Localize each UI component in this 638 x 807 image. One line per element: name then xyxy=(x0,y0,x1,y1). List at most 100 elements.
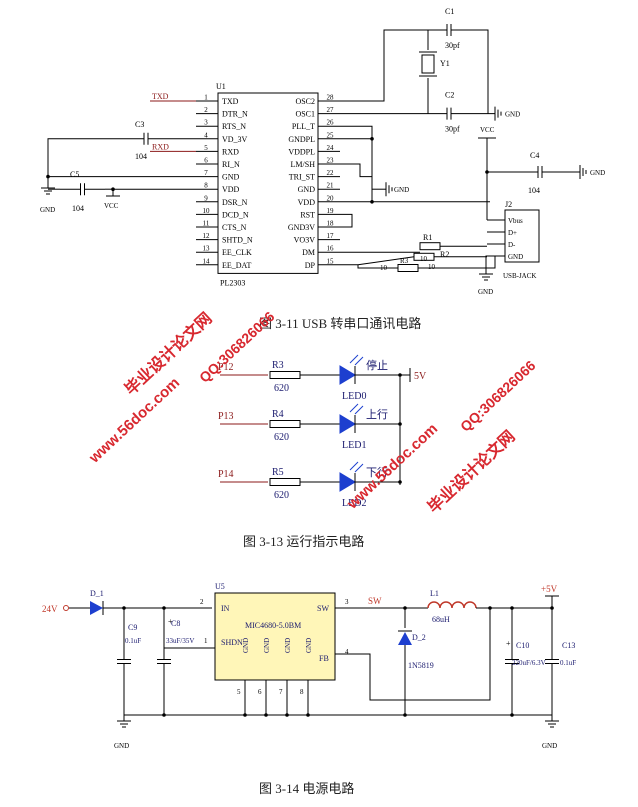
u1-pin-name-18: GND3V xyxy=(288,223,315,232)
u1-pin-name-3: RTS_N xyxy=(222,122,246,131)
led-status-label-0: 停止 xyxy=(366,358,388,372)
u1-pin-name-23: LM/SH xyxy=(291,160,316,169)
ic-u5-part: MIC4680-5.0BM xyxy=(245,621,301,630)
u5-gnd-label-3: GND xyxy=(305,638,313,653)
l1-ref: L1 xyxy=(430,589,439,598)
u1-pin-name-21: GND xyxy=(298,185,316,194)
l1-value: 68uH xyxy=(432,615,450,624)
led-port-label-1: P13 xyxy=(218,411,234,422)
u1-pin-name-19: RST xyxy=(300,210,315,219)
dp-to-rmid xyxy=(357,256,415,266)
c4-ref: C4 xyxy=(530,151,539,160)
u5-pinnum-g1: 5 xyxy=(237,688,241,696)
u5-pin-shdn: SHDN xyxy=(221,638,243,647)
r-mid-value: 10 xyxy=(420,255,428,263)
r3-ref: R3 xyxy=(400,257,409,265)
u1-pin-name-10: DCD_N xyxy=(222,210,249,219)
led-diode-2 xyxy=(339,472,356,492)
u1-pin-name-6: RI_N xyxy=(222,160,240,169)
u1-pin-name-27: OSC1 xyxy=(295,110,315,119)
ic-u1-part: PL2303 xyxy=(220,278,245,287)
u1-pin-num-18: 18 xyxy=(327,220,335,228)
c4-value: 104 xyxy=(528,186,540,195)
u1-pin-name-15: DP xyxy=(305,261,316,270)
led-port-label-2: P14 xyxy=(218,469,234,480)
u5-pin-fb: FB xyxy=(319,654,329,663)
c1-ref: C1 xyxy=(445,7,454,16)
c8-plus: + xyxy=(168,617,173,626)
junction-dot xyxy=(488,606,492,610)
caption-led: 图 3-13 运行指示电路 xyxy=(243,534,365,549)
u1-pin-num-11: 11 xyxy=(203,220,210,228)
vcc-left-label: VCC xyxy=(104,202,119,210)
led-ray1-1 xyxy=(349,403,359,413)
junction-dot xyxy=(398,422,402,426)
fb-wire xyxy=(335,608,491,701)
u1-pin-num-24: 24 xyxy=(327,144,335,152)
u1-pin-num-9: 9 xyxy=(204,194,208,202)
led-ref-2: LED2 xyxy=(342,498,366,509)
usb-jack-body xyxy=(504,209,540,263)
led-port-label-0: P12 xyxy=(218,362,234,373)
left-gnd-rail xyxy=(47,138,122,182)
net-label-rxd: RXD xyxy=(152,142,169,151)
u1-pin-name-13: EE_CLK xyxy=(222,248,252,257)
u5-pinnum-g3: 7 xyxy=(279,688,283,696)
led-ray2-0 xyxy=(354,356,364,366)
c3-ref: C3 xyxy=(135,120,144,129)
crystal-gnd-rail xyxy=(470,29,489,114)
c2-ref: C2 xyxy=(445,91,454,100)
gnd-junction xyxy=(510,713,514,717)
usb-jack-pin-label-0: Vbus xyxy=(508,217,523,225)
led-supply-label: 5V xyxy=(414,371,427,382)
gnd-junction xyxy=(403,713,407,717)
gnd-c4-label: GND xyxy=(590,169,605,177)
gnd-left-label: GND xyxy=(40,206,55,214)
u1-pin-num-25: 25 xyxy=(327,131,335,139)
vdd-rail-pin8 xyxy=(112,188,196,196)
usb-gnd-wire xyxy=(485,255,487,268)
wire-pin19 xyxy=(340,213,353,228)
u5-pinnum-g4: 8 xyxy=(300,688,304,696)
junction-dot xyxy=(370,137,374,141)
u1-pin-num-1: 1 xyxy=(204,94,208,102)
u5-pinnum-sw: 3 xyxy=(345,598,349,606)
u1-pin-name-8: VDD xyxy=(222,185,240,194)
u5-pinnum-g2: 6 xyxy=(258,688,262,696)
r3-wire-left xyxy=(357,264,398,269)
u1-pin-num-22: 22 xyxy=(327,169,335,177)
u1-pin-name-25: GNDPL xyxy=(288,135,315,144)
u1-pin-num-26: 26 xyxy=(327,119,335,127)
u1-pin-num-23: 23 xyxy=(327,157,335,165)
gnd-crystal-label: GND xyxy=(505,111,520,119)
led-ref-0: LED0 xyxy=(342,391,366,402)
usb-jack-pin-label-1: D+ xyxy=(508,229,517,237)
led-res-val-2: 620 xyxy=(274,490,289,501)
usb-jack-pin-label-2: D- xyxy=(508,241,516,249)
led-status-label-1: 上行 xyxy=(366,408,388,421)
usb-jack-ref: J2 xyxy=(505,200,512,209)
ic-u5-ref: U5 xyxy=(215,582,225,591)
led-ray2-1 xyxy=(354,405,364,415)
junction-dot xyxy=(46,174,50,179)
resistor-r1 xyxy=(419,242,441,251)
u5-gnd-label-1: GND xyxy=(263,638,271,653)
u1-pin-name-28: OSC2 xyxy=(295,97,315,106)
led-res-ref-0: R3 xyxy=(272,360,284,371)
c10-plus: + xyxy=(506,639,511,648)
gnd-junction xyxy=(162,713,166,717)
led-ray1-2 xyxy=(349,461,359,471)
ic-u1-ref: U1 xyxy=(216,82,226,91)
u1-pin-num-12: 12 xyxy=(203,232,211,240)
u1-pin-num-17: 17 xyxy=(327,232,335,240)
led-ray1-0 xyxy=(349,354,359,364)
c2-value: 30pf xyxy=(445,125,460,134)
caption-usb: 图 3-11 USB 转串口通讯电路 xyxy=(259,316,422,331)
led-res-ref-1: R4 xyxy=(272,409,284,420)
u1-pin-num-8: 8 xyxy=(204,182,208,190)
diode-d1-ref: D_1 xyxy=(90,589,104,598)
vcc-right-label: VCC xyxy=(480,126,495,134)
usb-jack-part: USB-JACK xyxy=(503,272,536,280)
